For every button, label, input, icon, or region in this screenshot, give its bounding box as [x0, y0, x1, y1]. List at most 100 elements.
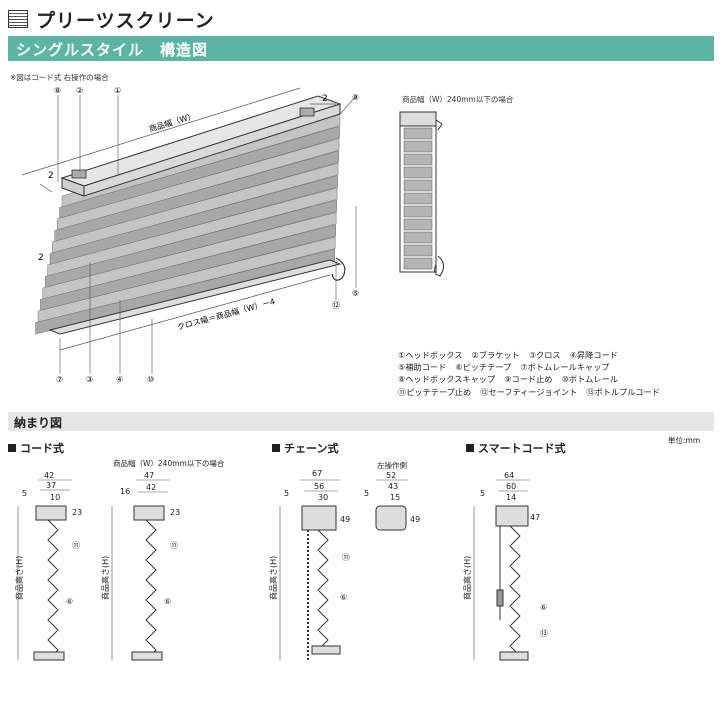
callout-6: ⑥ — [164, 597, 171, 606]
dim-47: 47 — [144, 471, 154, 480]
bracket-right — [299, 107, 315, 117]
left-op-label: 左操作側 — [377, 461, 407, 470]
dim-37: 37 — [46, 481, 56, 490]
legend-item: ②ブラケット — [471, 350, 520, 360]
square-bullet-icon — [272, 444, 280, 452]
pleat — [35, 249, 335, 335]
side-pleat — [403, 179, 433, 192]
dim-64: 64 — [504, 471, 514, 480]
pleat — [45, 199, 337, 289]
pleat — [54, 150, 339, 243]
dim-10: 10 — [50, 493, 60, 502]
callout-1: ① — [114, 86, 121, 95]
dim-67: 67 — [312, 469, 322, 478]
legend-item: ⑤補助コード — [398, 362, 447, 373]
legend-item: ⑩ボトムレール — [561, 374, 618, 385]
pleat — [57, 138, 340, 231]
structure-diagram: 2 2 2 商品幅（W） クロス幅＝商品幅（W）－4 ⑧ ② ① ⑨ ⑦ ③ ④… — [21, 86, 444, 384]
dim-49: 49 — [410, 515, 420, 524]
pleat — [49, 175, 338, 266]
side-pleat — [403, 244, 433, 257]
page-header: プリーツスクリーン — [8, 6, 215, 32]
pleat — [52, 162, 339, 254]
callout-7: ⑦ — [56, 375, 63, 384]
cord-diagram-1: 42 37 10 23 5 商品高さ(H) ⑪ ⑥ — [14, 471, 82, 661]
dim-16: 16 — [120, 487, 130, 496]
bottom-rail — [48, 259, 342, 335]
dim-47: 47 — [530, 513, 540, 522]
legend-item: ⑫セーフティージョイント — [480, 386, 578, 397]
dim-5: 5 — [284, 489, 289, 498]
pleated-screen-icon — [8, 10, 28, 28]
pleated-cloth — [35, 113, 341, 335]
callout-4: ④ — [116, 375, 123, 384]
chain-type-label: チェーン式 — [284, 442, 339, 455]
side-pleat — [403, 257, 433, 270]
dim-14: 14 — [506, 493, 516, 502]
smart-type-label: スマートコード式 — [478, 442, 566, 455]
side-figure-note: 商品幅（W）240mm以下の場合 — [402, 95, 514, 104]
square-bullet-icon — [8, 444, 16, 452]
legend-item: ⑥ピッチテープ — [455, 362, 512, 373]
section-title: シングルスタイル 構造図 — [16, 41, 209, 59]
callout-11: ⑪ — [170, 541, 178, 550]
callout-12: ⑫ — [332, 301, 340, 310]
dim-52: 52 — [386, 471, 396, 480]
height-label: 商品高さ(H) — [462, 556, 472, 600]
dim-two-right: 2 — [322, 94, 328, 104]
bracket-left — [71, 169, 87, 179]
dim-5: 5 — [480, 489, 485, 498]
chain-left-diagram: 52 43 15 49 5 — [364, 471, 420, 531]
legend-item: ④昇降コード — [569, 350, 618, 360]
side-pleat — [403, 205, 433, 218]
dim-5: 5 — [22, 489, 27, 498]
dim-56: 56 — [314, 482, 324, 491]
callout-10: ⑩ — [147, 375, 154, 384]
callout-9: ⑨ — [352, 93, 359, 102]
fitting-diagrams: 42 37 10 23 5 商品高さ(H) ⑪ ⑥ 47 42 16 23 — [14, 469, 548, 661]
side-pleat — [403, 153, 433, 166]
cord-type-heading: コード式 — [8, 440, 64, 456]
side-pleat — [403, 127, 433, 140]
legend-item: ⑬ボトルプルコード — [586, 386, 660, 397]
pleat — [42, 212, 337, 300]
dim-two-side: 2 — [38, 253, 44, 263]
callout-11: ⑪ — [72, 541, 80, 550]
pleat — [59, 126, 340, 220]
square-bullet-icon — [466, 444, 474, 452]
dim-60: 60 — [506, 482, 516, 491]
callout-5: ⑤ — [352, 289, 359, 298]
bottom-callouts: ⑦ ③ ④ ⑩ ⑫ ⑤ — [56, 289, 359, 384]
dim-42: 42 — [146, 483, 156, 492]
legend-item: ⑪ピッチテープ止め — [398, 386, 472, 397]
product-width-label: 商品幅（W） — [148, 110, 197, 134]
dim-23: 23 — [72, 508, 82, 517]
dim-43: 43 — [388, 482, 398, 491]
smart-cord-diagram: 64 60 14 47 5 商品高さ(H) ⑥ ⑬ — [462, 471, 548, 661]
height-label: 商品高さ(H) — [14, 556, 24, 600]
dim-30: 30 — [318, 493, 328, 502]
side-pleat — [403, 166, 433, 179]
callout-8: ⑧ — [54, 86, 61, 95]
dim-15: 15 — [390, 493, 400, 502]
callout-6: ⑥ — [340, 593, 347, 602]
side-pleat — [403, 140, 433, 153]
pleat — [47, 187, 338, 277]
side-pleat — [403, 192, 433, 205]
legend-item: ③クロス — [528, 350, 561, 360]
smart-type-heading: スマートコード式 — [466, 440, 566, 456]
callout-2: ② — [76, 86, 83, 95]
callout-11: ⑪ — [342, 553, 350, 562]
callout-3: ③ — [86, 375, 93, 384]
cord-diagram-2: 47 42 16 23 商品高さ(H) ⑪ ⑥ — [100, 471, 180, 661]
section-band: シングルスタイル 構造図 — [8, 36, 714, 61]
cord-loop — [331, 257, 346, 281]
cord-type-label: コード式 — [20, 442, 64, 455]
top-callouts: ⑧ ② ① ⑨ — [54, 86, 359, 102]
callout-6: ⑥ — [540, 603, 547, 612]
cord-narrow-note: 商品幅（W）240mm以下の場合 — [113, 459, 225, 468]
section2-band: 納まり図 — [8, 412, 714, 431]
